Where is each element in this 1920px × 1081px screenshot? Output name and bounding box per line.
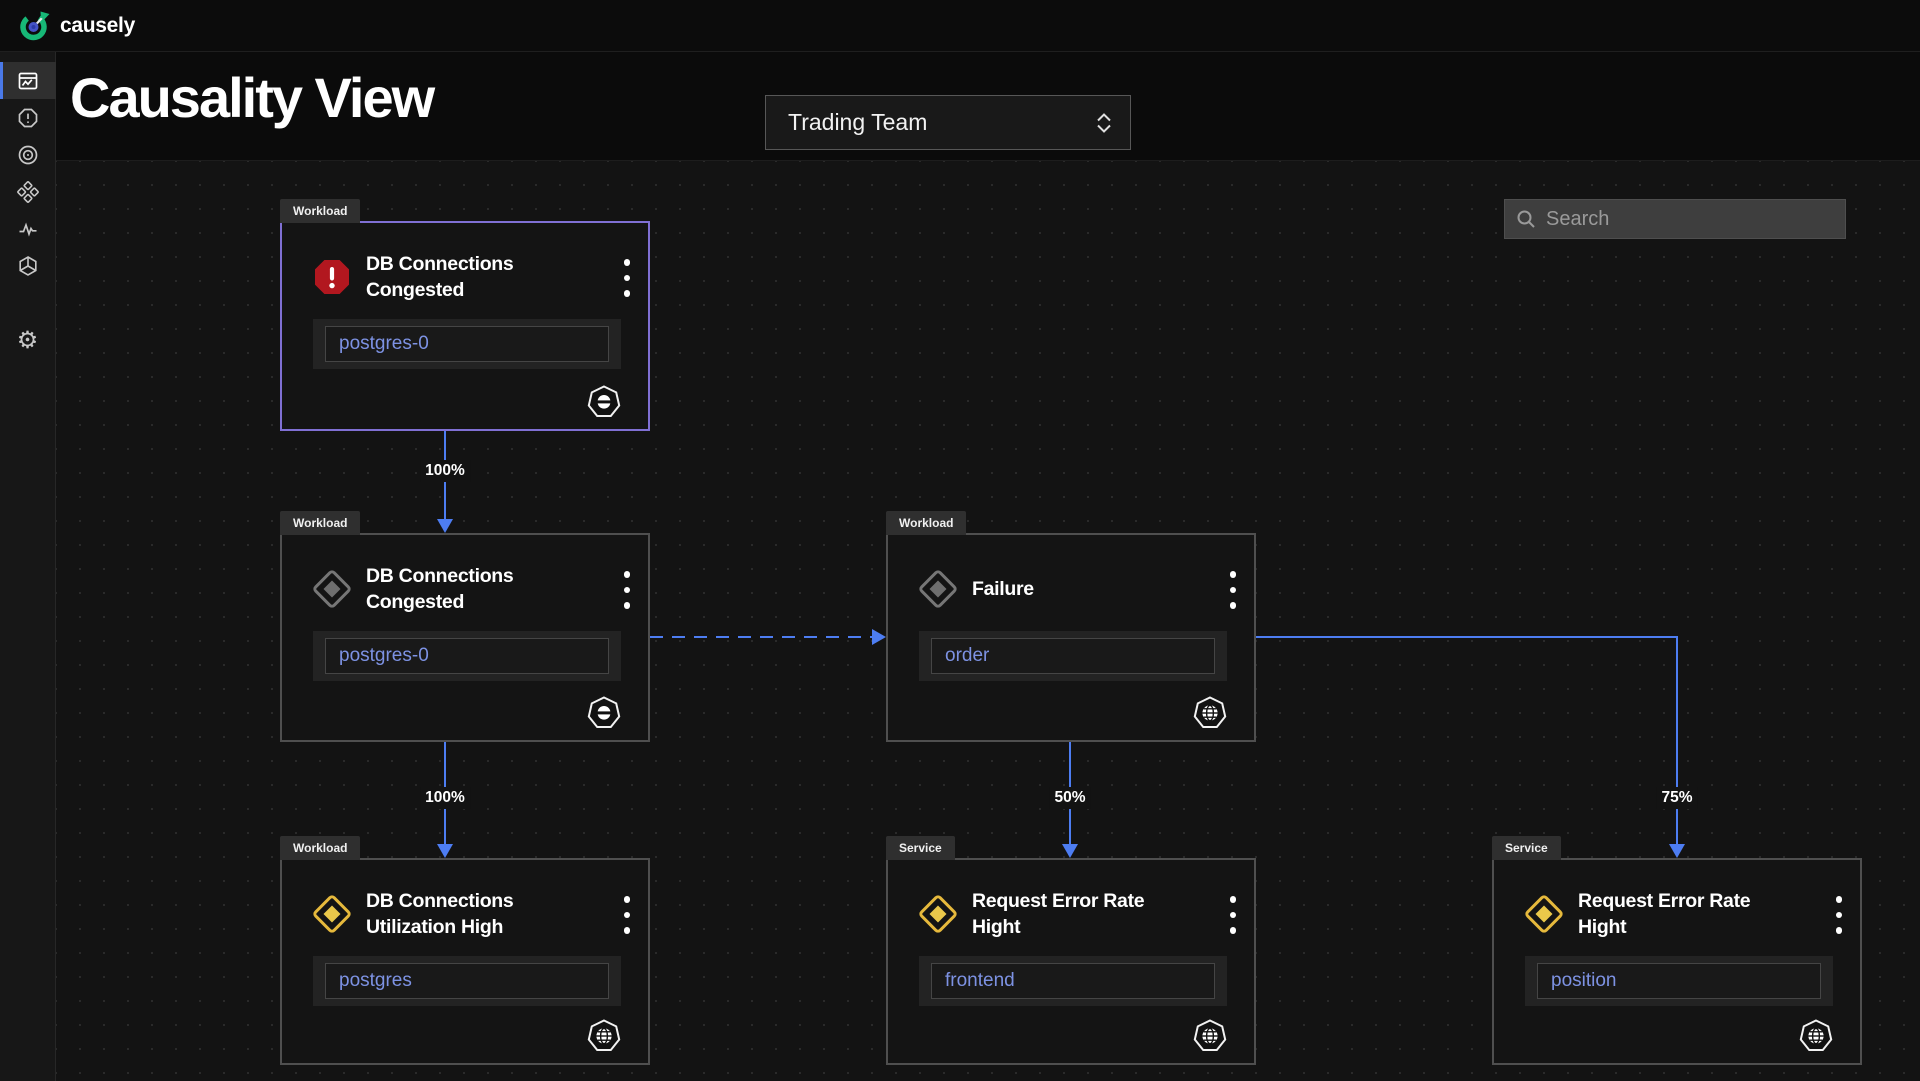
node-title: DB Connections Utilization High bbox=[366, 890, 514, 938]
more-options-button[interactable] bbox=[1228, 894, 1239, 936]
node-category-tab: Workload bbox=[280, 836, 361, 860]
sidebar-item-root-cause[interactable] bbox=[0, 136, 56, 173]
edge-node2-node4-label: 100% bbox=[420, 787, 470, 809]
edge-node3-node6-vertical bbox=[1676, 636, 1678, 844]
node-category-tab: Workload bbox=[280, 199, 361, 223]
brand[interactable]: causely bbox=[18, 9, 135, 43]
search-input[interactable] bbox=[1546, 207, 1835, 231]
page-header: Causality View Trading Team bbox=[56, 52, 1920, 160]
edge-node2-node4-arrowhead bbox=[437, 844, 453, 858]
sidebar-item-alerts[interactable] bbox=[0, 99, 56, 136]
edge-node3-node5-label: 50% bbox=[1049, 787, 1091, 809]
critical-severity-icon bbox=[315, 260, 349, 294]
top-bar: causely bbox=[0, 0, 1920, 52]
node-title: Request Error Rate Hight bbox=[1578, 890, 1751, 938]
globe-badge-icon bbox=[1193, 1019, 1227, 1051]
search-icon bbox=[1517, 210, 1535, 228]
edge-node1-node2-arrowhead bbox=[437, 519, 453, 533]
edge-node3-node6-label: 75% bbox=[1656, 787, 1698, 809]
more-options-button[interactable] bbox=[1834, 894, 1845, 936]
node-db-connections-congested-root[interactable]: Workload DB Connections Congested postgr… bbox=[280, 199, 650, 431]
edge-node2-node3-dashed bbox=[650, 636, 872, 638]
inactive-diamond-icon bbox=[919, 570, 957, 608]
entity-link[interactable]: postgres-0 bbox=[325, 326, 609, 362]
edge-node1-node2-label: 100% bbox=[420, 460, 470, 482]
hex-wheel-icon bbox=[18, 255, 37, 276]
pulse-icon bbox=[19, 221, 36, 237]
page-title: Causality View bbox=[70, 66, 435, 129]
entity-panel: frontend bbox=[919, 956, 1227, 1006]
sidebar: ⚙ bbox=[0, 52, 56, 1081]
node-title: Failure bbox=[972, 578, 1034, 600]
globe-badge-icon bbox=[587, 1019, 621, 1051]
sidebar-item-topology[interactable] bbox=[0, 247, 56, 284]
entity-link[interactable]: postgres-0 bbox=[325, 638, 609, 674]
node-category-tab: Workload bbox=[886, 511, 967, 535]
warning-diamond-icon bbox=[919, 895, 957, 933]
node-category-tab: Workload bbox=[280, 511, 361, 535]
edge-node3-node5-arrowhead bbox=[1062, 844, 1078, 858]
more-options-button[interactable] bbox=[622, 257, 633, 299]
node-request-error-rate-position[interactable]: Service Request Error Rate Hight positio… bbox=[1492, 836, 1862, 1065]
sidebar-item-causality-view[interactable] bbox=[0, 62, 56, 99]
entity-panel: postgres bbox=[313, 956, 621, 1006]
globe-badge-icon bbox=[1193, 696, 1227, 728]
node-title: Request Error Rate Hight bbox=[972, 890, 1145, 938]
entity-link[interactable]: position bbox=[1537, 963, 1821, 999]
target-icon bbox=[18, 145, 37, 164]
entity-panel: postgres-0 bbox=[313, 319, 621, 369]
edge-node2-node3-arrowhead bbox=[872, 629, 886, 645]
node-request-error-rate-frontend[interactable]: Service Request Error Rate Hight fronten… bbox=[886, 836, 1256, 1065]
globe-badge-icon bbox=[1799, 1019, 1833, 1051]
node-title: DB Connections Congested bbox=[366, 253, 514, 301]
team-selector[interactable]: Trading Team bbox=[765, 95, 1131, 150]
causality-graph-canvas[interactable]: 100% 100% 50% 75% Workload DB Connection… bbox=[56, 160, 1920, 1081]
warning-diamond-icon bbox=[313, 895, 351, 933]
entity-link[interactable]: order bbox=[931, 638, 1215, 674]
entity-panel: postgres-0 bbox=[313, 631, 621, 681]
chevron-up-down-icon bbox=[1097, 112, 1111, 133]
node-category-tab: Service bbox=[886, 836, 955, 860]
more-options-button[interactable] bbox=[622, 569, 633, 611]
database-badge-icon bbox=[587, 385, 621, 417]
sidebar-item-services[interactable] bbox=[0, 173, 56, 210]
team-selector-value: Trading Team bbox=[788, 109, 928, 135]
node-failure[interactable]: Workload Failure order bbox=[886, 511, 1256, 742]
entity-link[interactable]: postgres bbox=[325, 963, 609, 999]
node-db-connections-congested[interactable]: Workload DB Connections Congested postgr… bbox=[280, 511, 650, 742]
causality-view-icon bbox=[18, 72, 37, 89]
search-box bbox=[1504, 199, 1846, 239]
more-options-button[interactable] bbox=[1228, 569, 1239, 611]
database-badge-icon bbox=[587, 696, 621, 728]
node-db-connections-utilization-high[interactable]: Workload DB Connections Utilization High… bbox=[280, 836, 650, 1065]
more-options-button[interactable] bbox=[622, 894, 633, 936]
inactive-diamond-icon bbox=[313, 570, 351, 608]
warning-diamond-icon bbox=[1525, 895, 1563, 933]
causely-logo-icon bbox=[20, 11, 50, 40]
brand-name: causely bbox=[60, 13, 135, 37]
node-title: DB Connections Congested bbox=[366, 565, 514, 613]
entity-panel: order bbox=[919, 631, 1227, 681]
alert-octagon-icon bbox=[18, 108, 37, 127]
node-category-tab: Service bbox=[1492, 836, 1561, 860]
edge-node3-node6-horizontal bbox=[1255, 636, 1678, 638]
sidebar-item-metrics[interactable] bbox=[0, 210, 56, 247]
gear-icon: ⚙ bbox=[16, 326, 39, 354]
selected-indicator bbox=[0, 62, 3, 99]
edge-node3-node6-arrowhead bbox=[1669, 844, 1685, 858]
entity-panel: position bbox=[1525, 956, 1833, 1006]
entity-link[interactable]: frontend bbox=[931, 963, 1215, 999]
sidebar-item-settings[interactable]: ⚙ bbox=[0, 322, 56, 359]
diamond-cluster-icon bbox=[16, 180, 39, 203]
